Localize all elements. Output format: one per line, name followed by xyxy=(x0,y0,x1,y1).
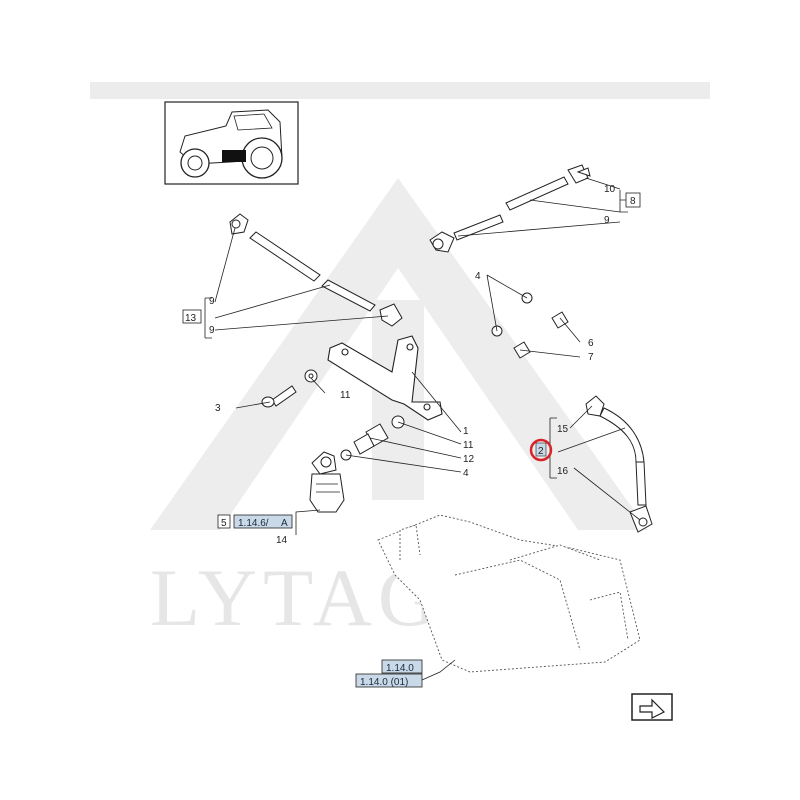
callout-14[interactable]: 14 xyxy=(276,535,288,546)
callout-9-left[interactable]: 9 xyxy=(209,296,215,307)
callout-13[interactable]: 13 xyxy=(185,313,197,324)
upper-right-pipe xyxy=(429,164,591,253)
callout-6[interactable]: 6 xyxy=(588,338,594,349)
highlight-circle xyxy=(529,438,553,462)
ref-1-14-0-01-box[interactable] xyxy=(355,673,423,688)
ref-leader xyxy=(421,659,456,681)
callout-5-box xyxy=(217,514,231,529)
callout-8[interactable]: 8 xyxy=(630,196,636,207)
callout-10[interactable]: 10 xyxy=(604,184,616,195)
callout-11-lower[interactable]: 11 xyxy=(463,440,474,451)
ref-1-14-0-01[interactable]: 1.14.0 (01) xyxy=(360,677,408,688)
ref-1-14-0-box[interactable] xyxy=(381,659,423,674)
callout-12[interactable]: 12 xyxy=(463,454,475,465)
upper-left-pipe xyxy=(229,213,403,327)
callout-8-box xyxy=(625,192,641,208)
callout-15[interactable]: 15 xyxy=(557,424,569,435)
callout-2-box xyxy=(535,442,547,457)
callout-13-box xyxy=(182,309,202,324)
ref-1-14-0[interactable]: 1.14.0 xyxy=(386,663,414,674)
callout-4-lower[interactable]: 4 xyxy=(463,468,469,479)
ref-1-14-6-variant[interactable]: A xyxy=(281,518,288,529)
callout-9-left-lower[interactable]: 9 xyxy=(209,325,215,336)
callout-5[interactable]: 5 xyxy=(221,518,227,529)
bent-hose xyxy=(585,395,653,533)
callout-2[interactable]: 2 xyxy=(538,446,544,457)
callout-11-upper[interactable]: 11 xyxy=(340,390,351,401)
callout-9-top[interactable]: 9 xyxy=(604,215,610,226)
callout-1[interactable]: 1 xyxy=(463,426,469,437)
bracket-plate xyxy=(327,335,443,421)
ref-1-14-6-box[interactable] xyxy=(233,514,293,529)
callout-16[interactable]: 16 xyxy=(557,466,569,477)
leader-lines xyxy=(204,177,641,535)
arrow-next-icon[interactable] xyxy=(631,693,673,721)
callout-3[interactable]: 3 xyxy=(215,403,221,414)
hydraulic-tank xyxy=(377,514,641,673)
tractor-thumbnail xyxy=(164,101,299,185)
callout-7[interactable]: 7 xyxy=(588,352,594,363)
header-band xyxy=(90,82,710,99)
callout-4-upper[interactable]: 4 xyxy=(475,271,481,282)
ref-1-14-6[interactable]: 1.14.6/ xyxy=(238,518,269,529)
